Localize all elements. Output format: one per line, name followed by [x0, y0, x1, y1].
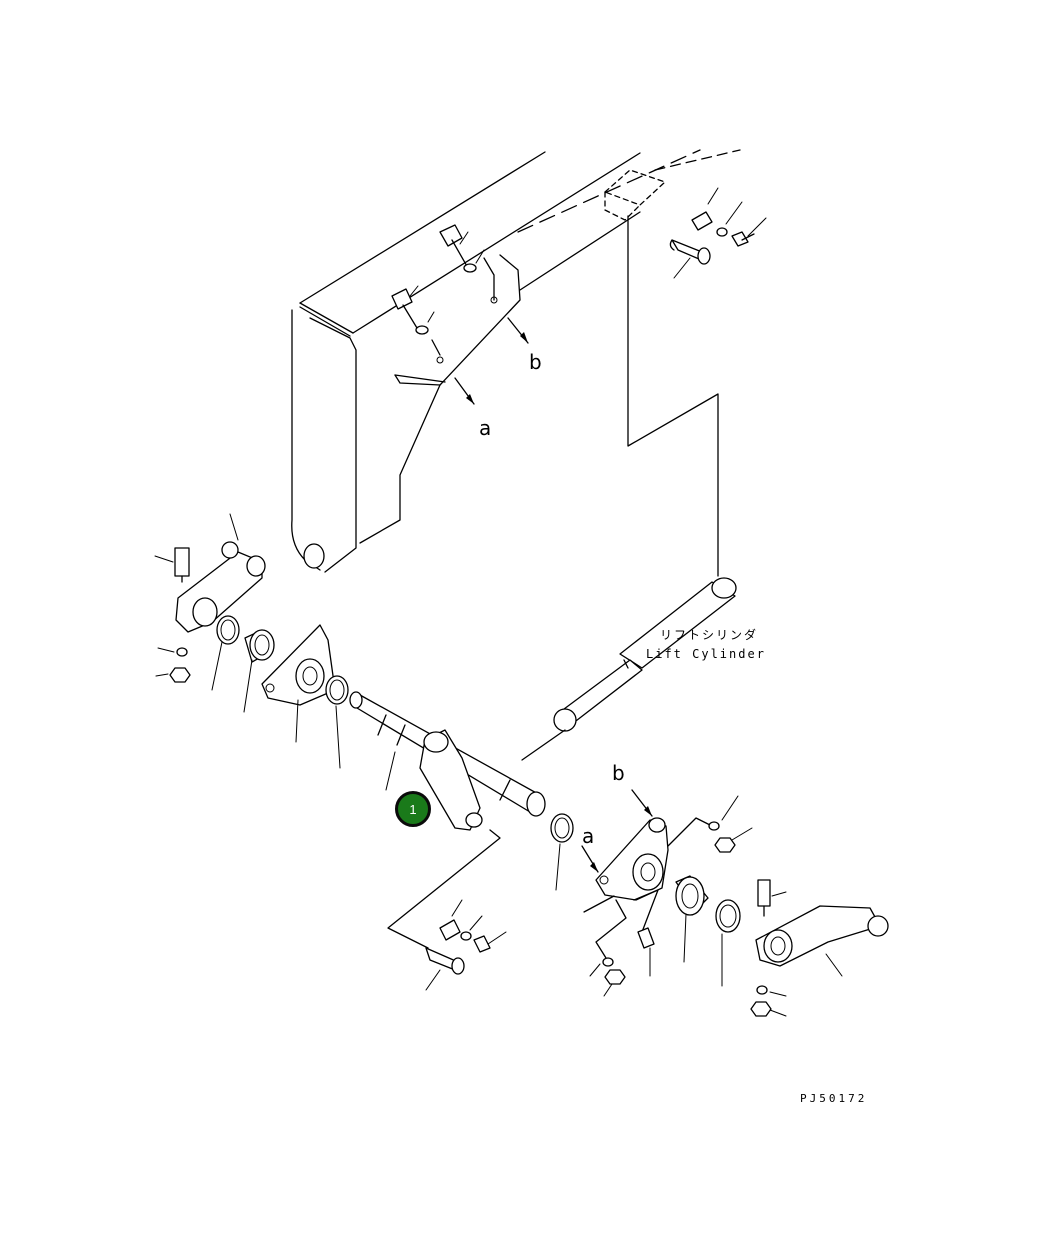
lift-cylinder-label-jp: リフトシリンダ — [660, 628, 759, 642]
lift-frame — [291, 149, 741, 573]
cross-shaft — [349, 691, 546, 831]
lift-cylinder — [521, 577, 737, 761]
reference-label-a-lower: a — [582, 824, 595, 848]
upper-pin-assembly — [627, 187, 767, 577]
reference-label-b-lower: b — [612, 761, 625, 785]
lower-pin-assembly — [387, 829, 507, 991]
right-assembly — [550, 789, 889, 1017]
reference-label-b-upper: b — [529, 350, 542, 374]
lift-cylinder-label-en: Lift Cylinder — [646, 647, 766, 661]
part-callout-1[interactable]: 1 — [395, 791, 431, 827]
drawing-code: PJ50172 — [800, 1092, 868, 1105]
left-shaft-components — [211, 615, 349, 769]
left-arm-assembly — [154, 513, 266, 683]
reference-label-a-upper: a — [479, 416, 492, 440]
